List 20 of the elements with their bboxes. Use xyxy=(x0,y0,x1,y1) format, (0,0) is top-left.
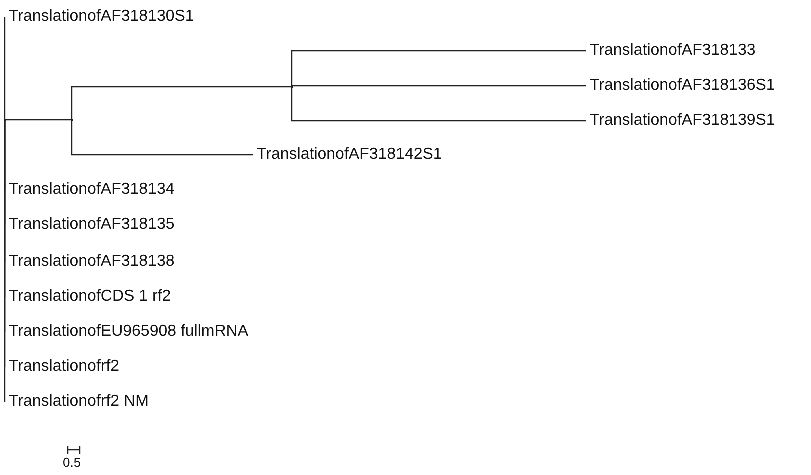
tree-branch xyxy=(291,87,586,122)
tree-branch xyxy=(71,120,253,156)
taxon-label: TranslationofAF318138 xyxy=(5,253,175,271)
taxon-label: TranslationofAF318134 xyxy=(5,181,175,199)
taxon-label: Translationofrf2 NM xyxy=(5,393,149,411)
taxon-label: TranslationofAF318133 xyxy=(586,42,756,60)
taxon-label: TranslationofAF318130S1 xyxy=(5,8,194,26)
scale-label: 0.5 xyxy=(63,456,82,470)
taxon-label: TranslationofCDS 1 rf2 xyxy=(5,288,172,306)
tree-branch xyxy=(291,50,586,87)
tree-branch xyxy=(71,86,292,120)
taxon-label: Translationofrf2 xyxy=(5,358,120,376)
tree-branch xyxy=(4,16,6,120)
tree-branch xyxy=(291,85,586,88)
tree-branch xyxy=(4,119,72,121)
taxon-label: TranslationofAF318135 xyxy=(5,216,175,234)
taxon-label: TranslationofAF318142S1 xyxy=(253,146,442,164)
taxon-label: TranslationofAF318136S1 xyxy=(586,77,776,95)
taxon-label: TranslationofAF318139S1 xyxy=(586,112,776,130)
taxon-label: TranslationofEU965908 fullmRNA xyxy=(5,323,249,341)
